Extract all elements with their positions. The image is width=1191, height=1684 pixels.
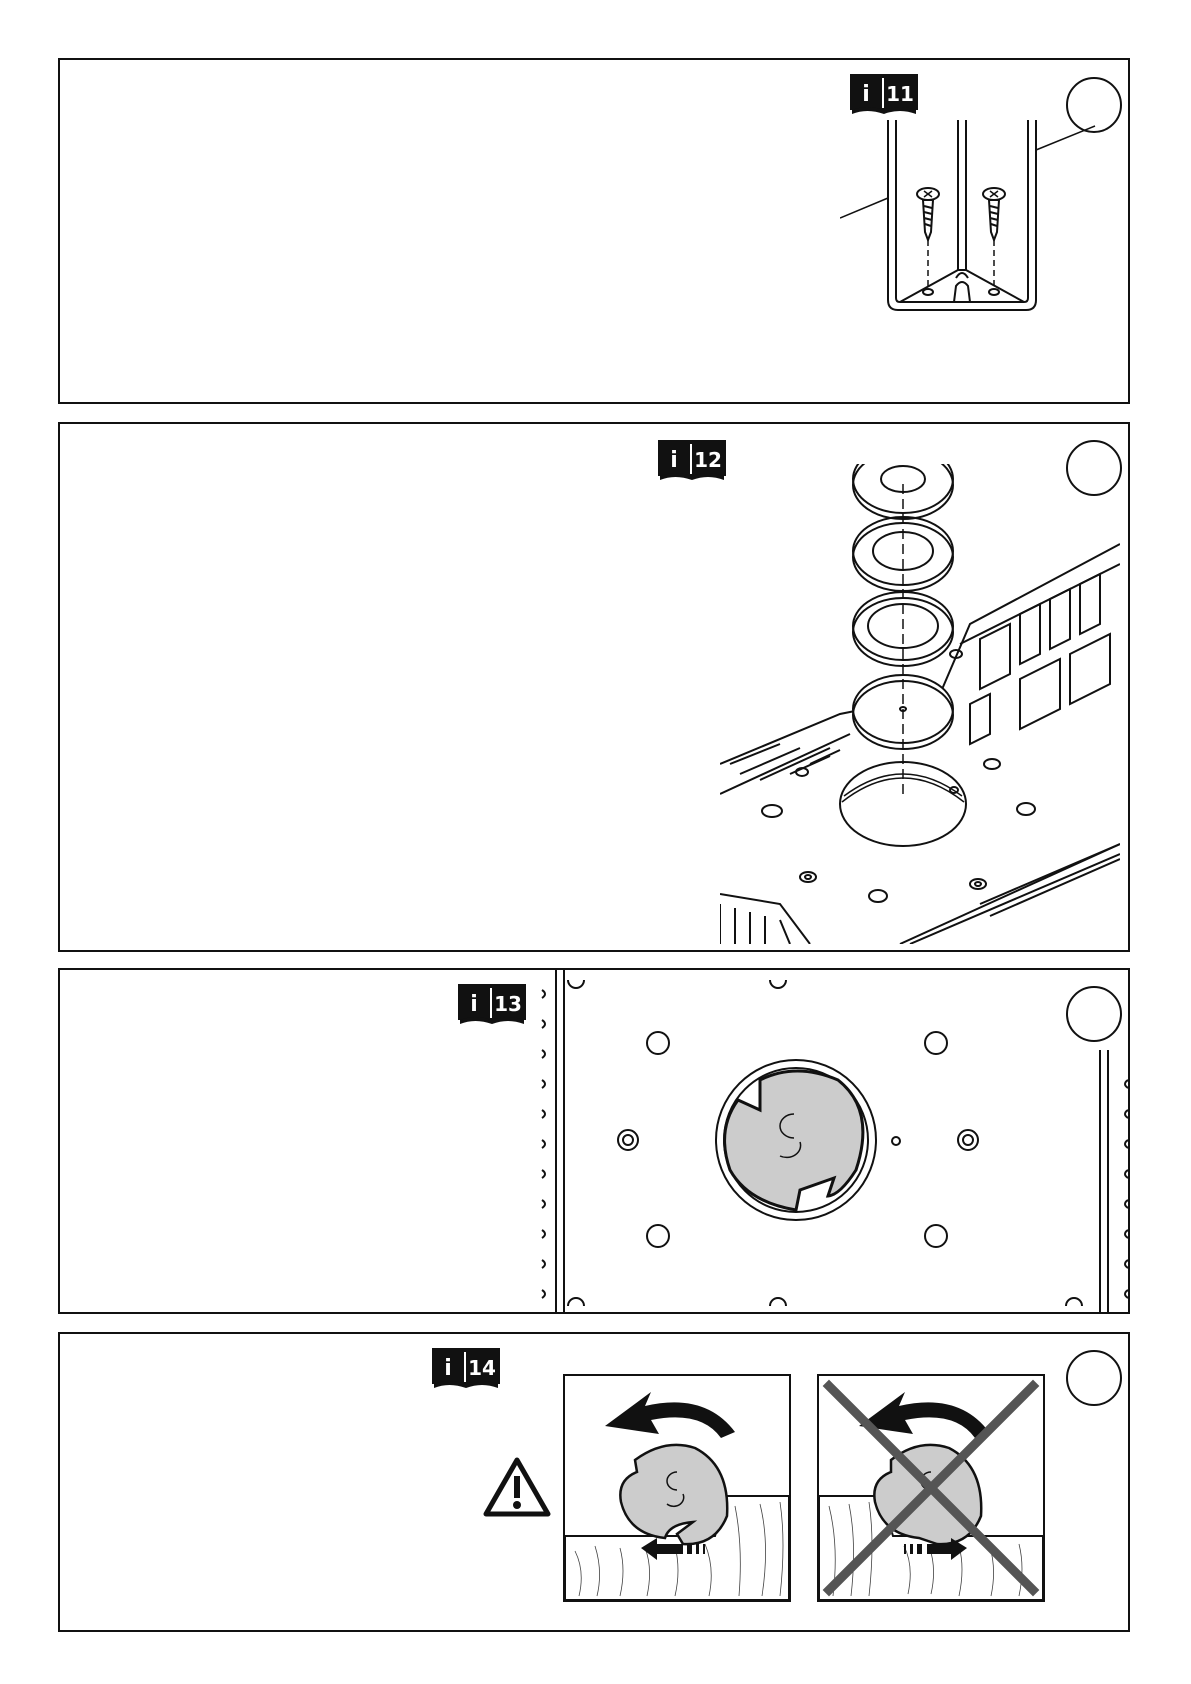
screw-right-icon: [983, 188, 1005, 240]
panel-step-1: i 11: [58, 58, 1130, 404]
svg-text:i: i: [470, 992, 478, 1017]
panel-step-2: i 12: [58, 422, 1130, 952]
info-book-icon: i 12: [658, 440, 726, 482]
svg-text:i: i: [670, 448, 678, 473]
fence-screw-illustration: [840, 120, 1130, 390]
correct-feed-direction-illustration: [563, 1374, 791, 1602]
info-ref-number: 11: [886, 82, 914, 106]
panel-step-4: i 14: [58, 1332, 1130, 1632]
table-plate-top-view-illustration: [538, 970, 1130, 1314]
info-book-icon: i 13: [458, 984, 526, 1026]
cutter-insert-shape: [725, 1071, 863, 1210]
info-book-icon: i 14: [432, 1348, 500, 1390]
step-number-circle: [1066, 1350, 1122, 1406]
svg-text:i: i: [862, 82, 870, 107]
info-ref-number: 14: [468, 1356, 496, 1380]
panel-step-3: i 13: [58, 968, 1130, 1314]
screw-left-icon: [917, 188, 939, 240]
info-ref-number: 13: [494, 992, 522, 1016]
info-ref-number: 12: [694, 448, 722, 472]
info-book-icon: i 11: [850, 74, 918, 116]
warning-triangle-icon: [482, 1456, 552, 1518]
svg-text:i: i: [444, 1356, 452, 1381]
insert-rings-exploded-illustration: [720, 464, 1120, 944]
incorrect-feed-direction-illustration: [817, 1374, 1045, 1602]
